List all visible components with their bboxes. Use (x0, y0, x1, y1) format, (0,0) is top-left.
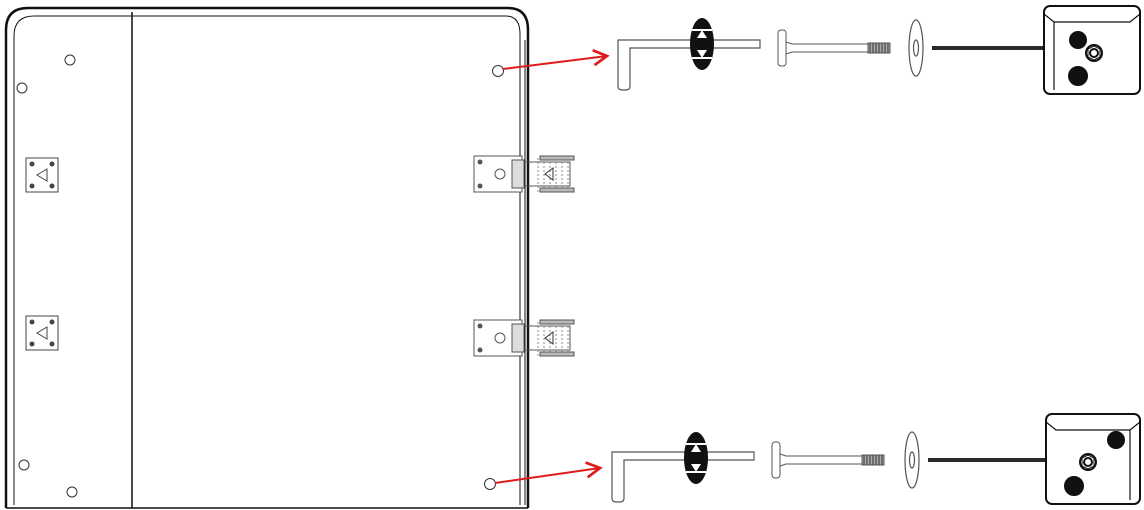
bolt (777, 29, 891, 67)
hole-icon (18, 459, 30, 471)
hole-icon (66, 486, 78, 498)
left-clip-top (25, 157, 59, 193)
left-clip-bottom (25, 315, 59, 351)
hinge-bottom (473, 319, 575, 357)
rotate-icon (690, 18, 714, 70)
corner-bracket (1045, 413, 1141, 505)
leader-arrow (502, 48, 610, 70)
hex-key (617, 39, 761, 91)
panel-holes (16, 54, 504, 498)
corner-bracket (1043, 5, 1141, 95)
hinge-top (473, 155, 575, 193)
washer (908, 19, 924, 77)
washer (904, 431, 920, 489)
leader-arrow (494, 461, 603, 484)
hole-icon (64, 54, 76, 66)
panel-outline (4, 6, 530, 509)
hole-icon (16, 82, 28, 94)
hole-icon (492, 65, 504, 77)
rotate-icon (684, 432, 708, 484)
hex-key (611, 451, 755, 503)
hole-icon (484, 478, 496, 490)
bolt (771, 441, 885, 479)
